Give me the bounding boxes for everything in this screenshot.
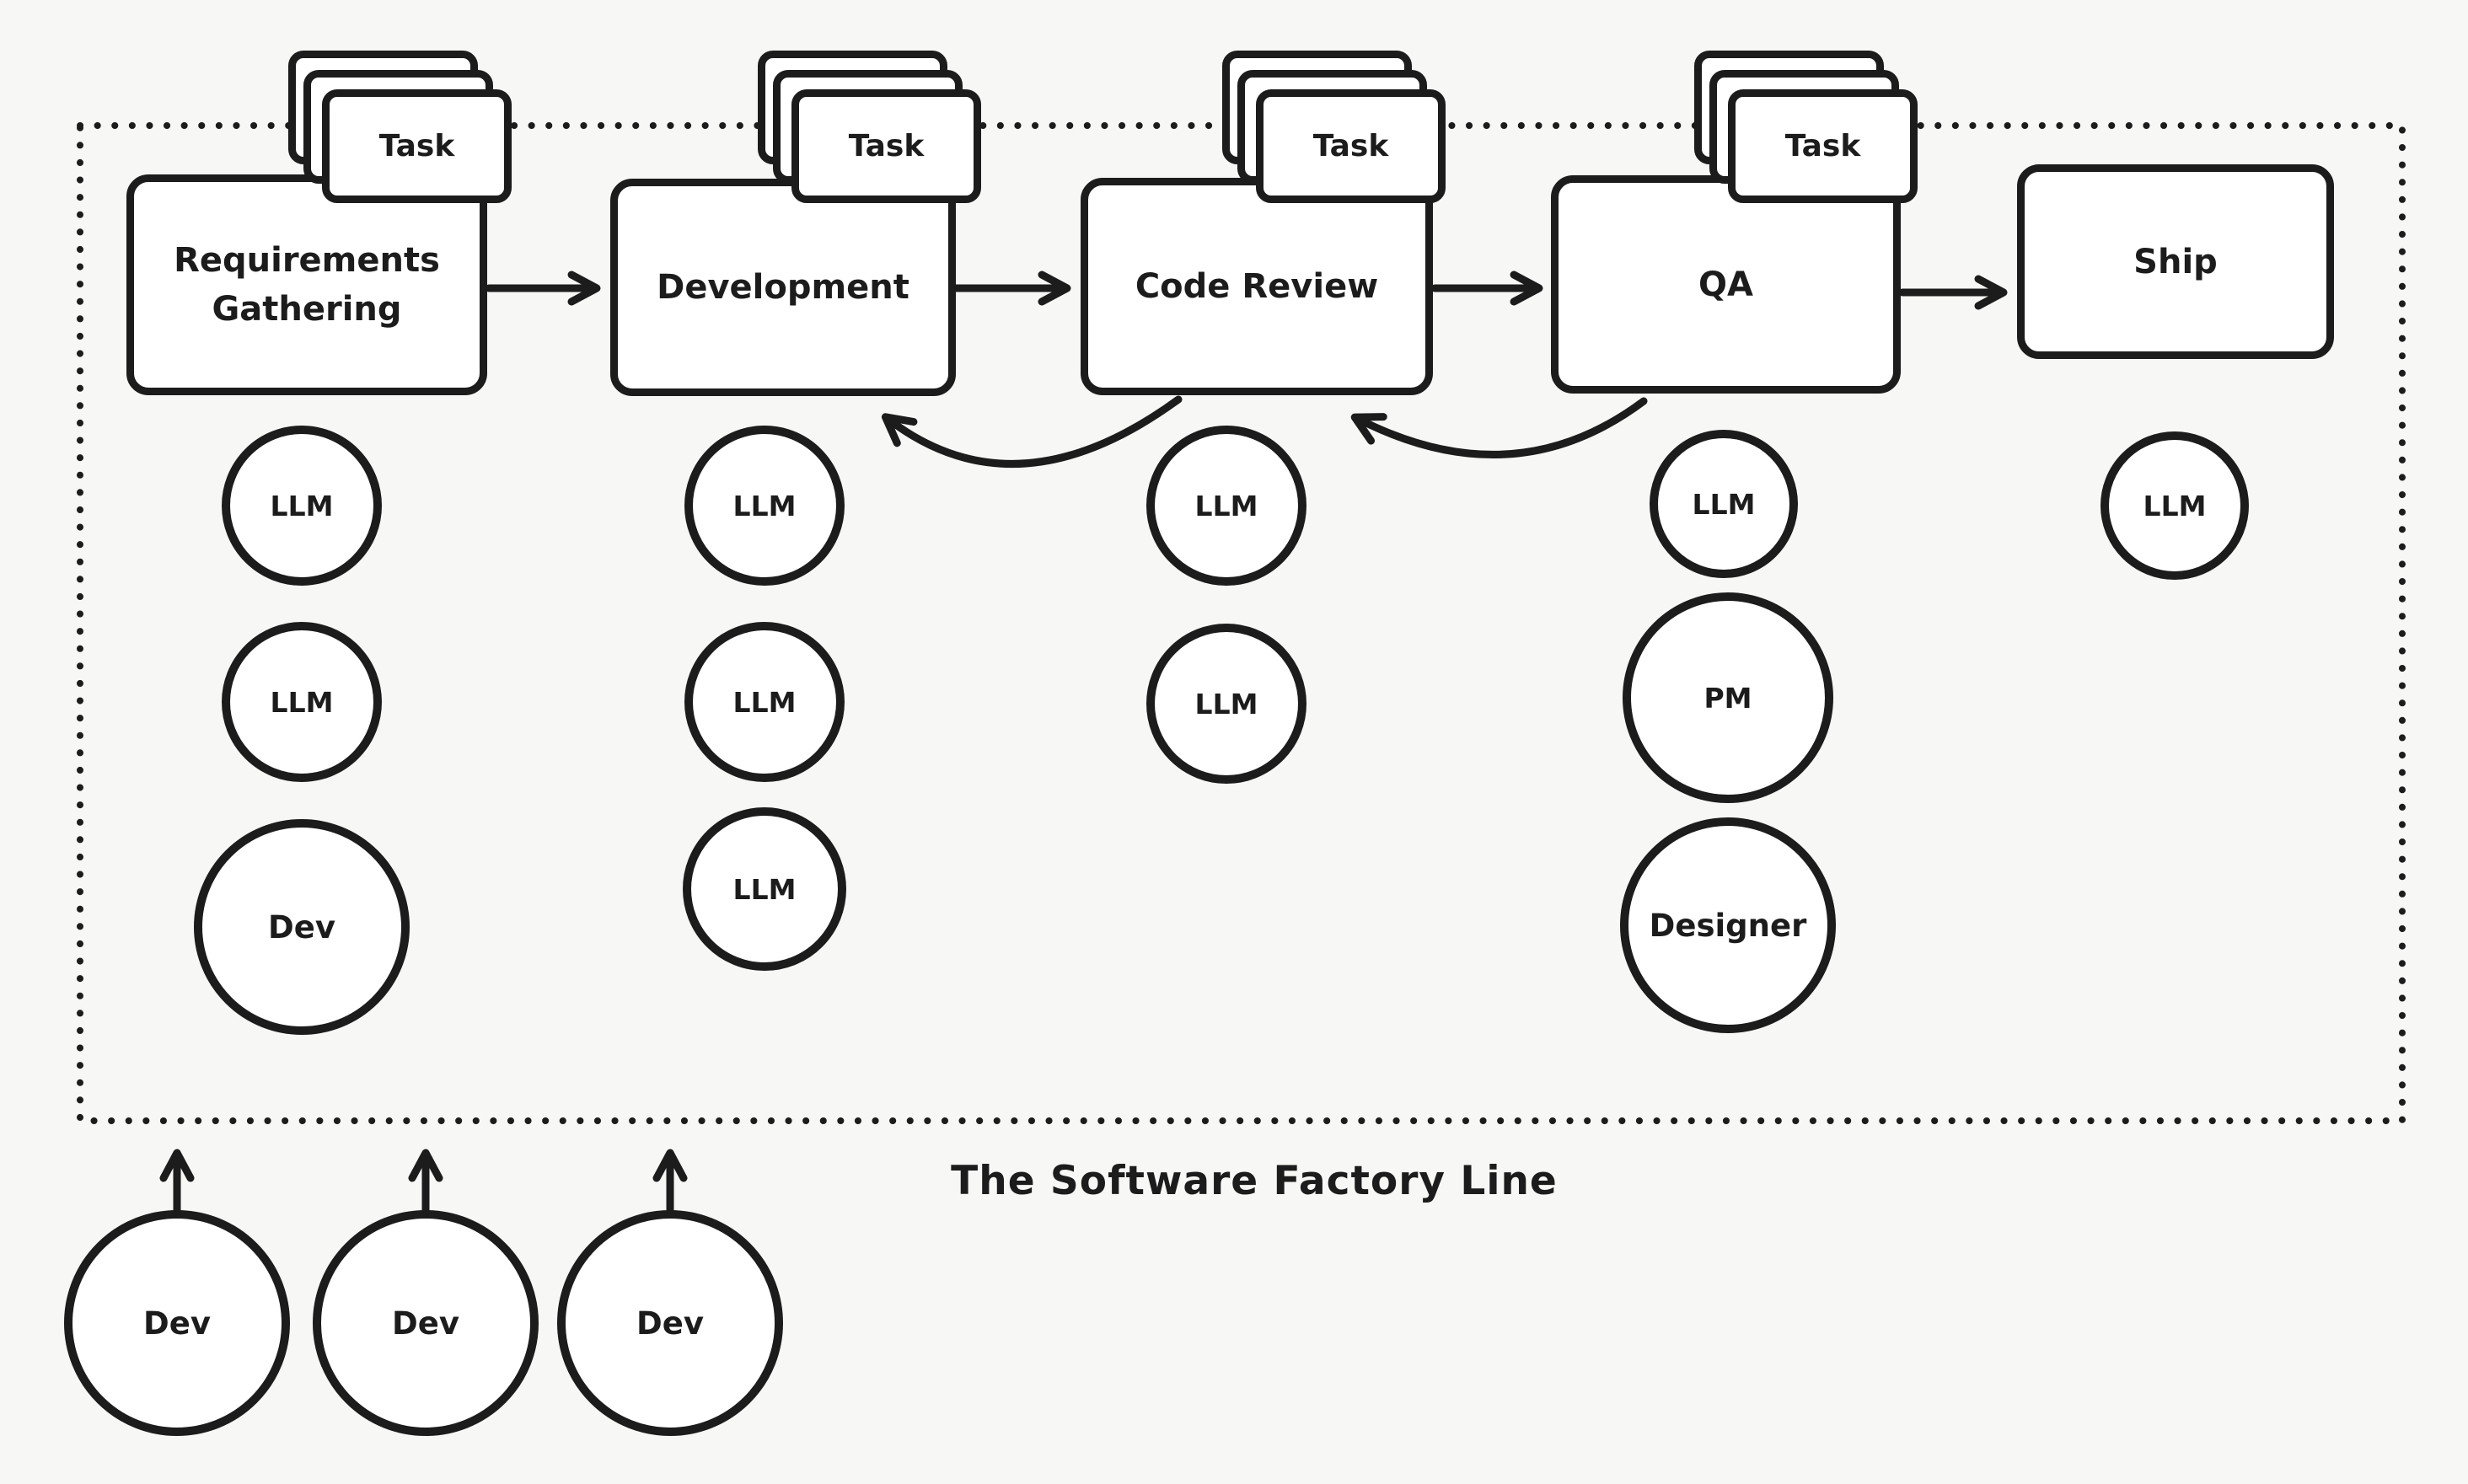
agent-circle-requirements-dev: Dev: [194, 819, 410, 1035]
agent-circle-qa-llm: LLM: [1650, 430, 1798, 578]
task-stack-4-card-front: Task: [1728, 89, 1918, 203]
task-card-label: Task: [378, 129, 455, 163]
stage-box-code-review: Code Review: [1081, 178, 1433, 395]
external-dev-circle-1: Dev: [64, 1210, 290, 1436]
stage-box-qa: QA: [1551, 175, 1901, 394]
feedback-arrow-code-review-to-development: [881, 395, 1183, 468]
stage-label-ship: Ship: [2133, 242, 2218, 281]
stage-label-requirements-gathering: Requirements Gathering: [174, 241, 440, 329]
feedback-arrow-qa-to-code-review: [1350, 397, 1648, 458]
task-card-label: Task: [848, 129, 925, 163]
agent-circle-ship-llm: LLM: [2100, 431, 2249, 580]
task-stack-2-card-front: Task: [791, 89, 981, 203]
agent-circle-development-llm-3: LLM: [683, 807, 846, 971]
stage-box-requirements-gathering: Requirements Gathering: [126, 174, 487, 395]
agent-circle-qa-pm: PM: [1623, 592, 1833, 803]
stage-box-ship: Ship: [2017, 164, 2334, 359]
diagram-title: The Software Factory Line: [951, 1158, 1558, 1204]
task-card-label: Task: [1784, 129, 1861, 163]
agent-circle-development-llm-2: LLM: [684, 622, 845, 782]
stage-label-code-review: Code Review: [1135, 267, 1379, 306]
task-stack-1-card-front: Task: [322, 89, 512, 203]
external-dev-circle-3: Dev: [557, 1210, 783, 1436]
task-card-label: Task: [1312, 129, 1389, 163]
stage-box-development: Development: [610, 179, 956, 396]
stage-label-qa: QA: [1698, 265, 1753, 304]
agent-circle-code-review-llm-2: LLM: [1146, 624, 1306, 784]
agent-circle-qa-designer: Designer: [1620, 817, 1836, 1033]
stage-label-development: Development: [657, 268, 909, 307]
agent-circle-code-review-llm-1: LLM: [1146, 426, 1306, 586]
agent-circle-development-llm-1: LLM: [684, 426, 845, 586]
agent-circle-requirements-llm-1: LLM: [222, 426, 382, 586]
task-stack-3-card-front: Task: [1256, 89, 1446, 203]
agent-circle-requirements-llm-2: LLM: [222, 622, 382, 782]
external-dev-circle-2: Dev: [313, 1210, 539, 1436]
